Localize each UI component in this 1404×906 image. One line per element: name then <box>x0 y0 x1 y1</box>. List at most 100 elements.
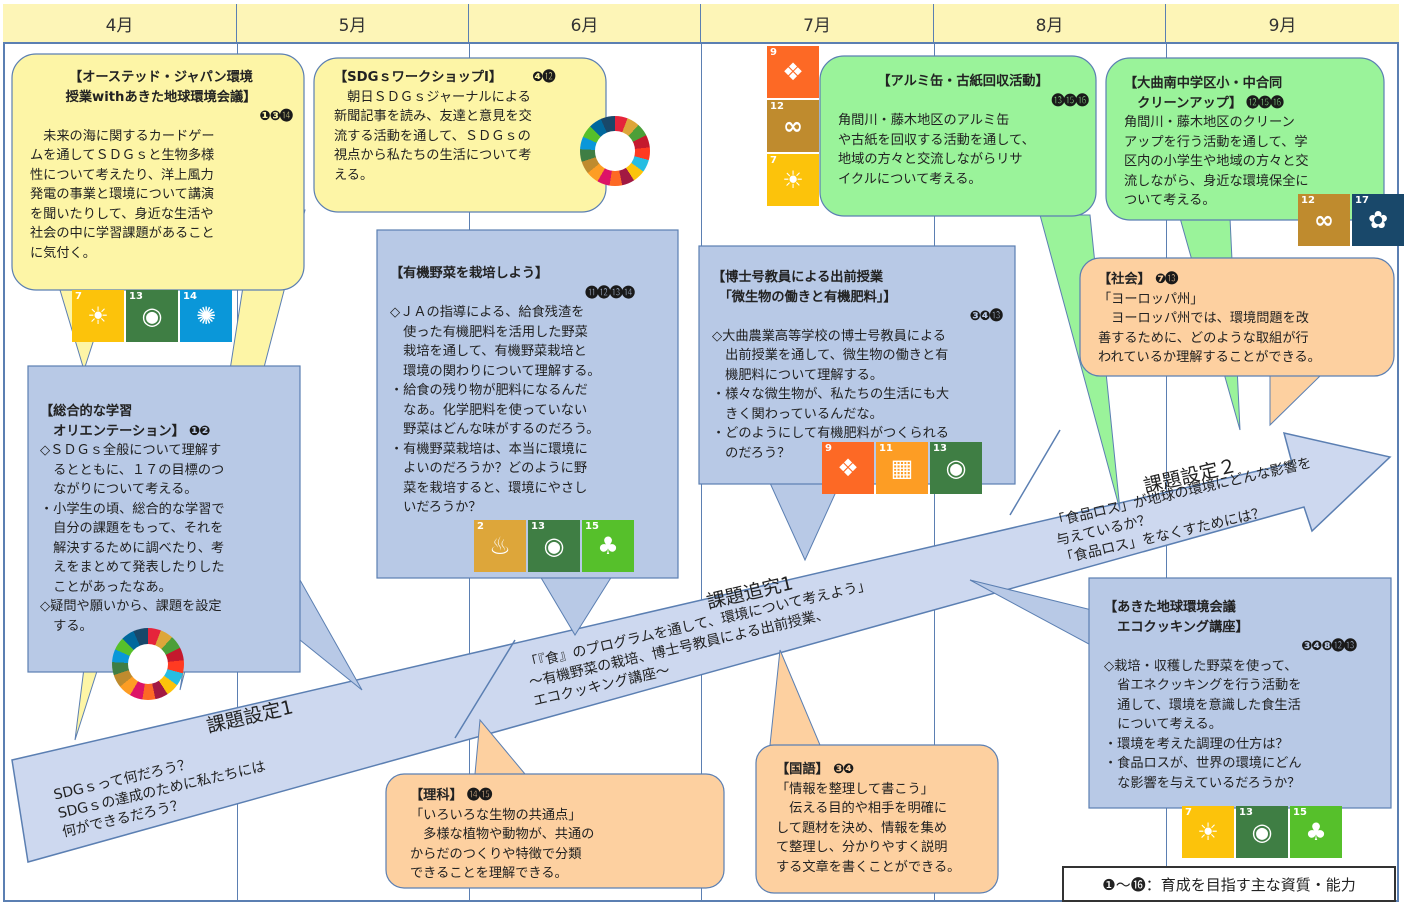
sdg-glyph: ❖ <box>782 58 804 86</box>
box-eco-cooking: 【あきた地球環境会議 エコクッキング講座】 ❸❹❽⓬⓭ ◇栽培・収穫した野菜を使… <box>1104 598 1386 793</box>
month-header-june: 6月 <box>469 4 701 44</box>
sdg-goal-number: 9 <box>770 47 777 58</box>
sdg-goal-number: 13 <box>129 291 143 302</box>
month-header-july: 7月 <box>701 4 934 44</box>
bowl-icon: 2♨ <box>474 520 526 572</box>
box-recycling: 【アルミ缶・古紙回収活動】 ⓭⓯⓰ 角間川・藤木地区のアルミ缶 や古紙を回収する… <box>838 72 1089 189</box>
eye-icon: 13◉ <box>1236 806 1288 858</box>
sdg-goal-number: 7 <box>1185 807 1192 818</box>
sdg-glyph: ◉ <box>141 302 163 330</box>
callout-tail <box>74 667 99 741</box>
box-body: 未来の海に関するカードゲー ムを通してＳＤＧｓと生物多様 性について考えたり、洋… <box>30 128 215 261</box>
sdgs-wheel-icon <box>580 116 650 186</box>
sdgs-wheel-icon <box>112 628 184 700</box>
competency-numbers: ❶❸⓮ <box>259 109 293 124</box>
sdg-goal-number: 12 <box>770 101 784 112</box>
competency-numbers: ⓮⓯ <box>466 788 492 803</box>
city-icon: 11▦ <box>876 442 928 494</box>
sdg-glyph: ☀ <box>782 166 804 194</box>
flower-icon: 17✿ <box>1352 194 1404 246</box>
sdg-glyph: ♨ <box>489 532 511 560</box>
box-body: 朝日ＳＤＧｓジャーナルによる 新聞記事を読み、友達と意見を交 流する活動を通して… <box>334 89 532 183</box>
sdg-glyph: ∞ <box>1314 206 1334 234</box>
sdg-goal-number: 15 <box>585 521 599 532</box>
box-organic-vegetables: 【有機野菜を栽培しよう】 ⓫⓬⓭⓮ ◇ＪＡの指導による、給食残渣を 使った有機肥… <box>390 264 674 518</box>
cubes-icon: 9❖ <box>767 46 819 98</box>
box-body: ◇栽培・収穫した野菜を使って、 省エネクッキングを行う活動を 通して、環境を意識… <box>1104 658 1302 791</box>
sdg-goal-number: 7 <box>770 155 777 166</box>
stage-divider <box>454 639 516 739</box>
sun-icon: 7☀ <box>72 290 124 342</box>
callout-bg-japanese <box>755 744 999 894</box>
sdg-goal-number: 13 <box>933 443 947 454</box>
sdg-icons-veg: 2♨13◉15♣ <box>474 520 634 572</box>
sdg-goal-number: 11 <box>879 443 893 454</box>
sdg-icons-july: 9❖12∞7☀ <box>767 46 819 206</box>
sdg-glyph: ✿ <box>1367 206 1389 234</box>
box-body: 「ヨーロッパ州」 ヨーロッパ州では、環境問題を改 善するために、どのような取組が… <box>1098 291 1321 366</box>
sdg-glyph: ▦ <box>890 454 914 482</box>
sdg-glyph: ♣ <box>1305 818 1327 846</box>
box-sdgs-workshop: 【SDGｓワークショップⅠ】 ❹⓬ 朝日ＳＤＧｓジャーナルによる 新聞記事を読み… <box>334 68 596 185</box>
competency-numbers: ⓭⓯⓰ <box>1051 93 1089 109</box>
month-header-april: 4月 <box>3 4 237 44</box>
competency-numbers: ⓫⓬⓭⓮ <box>585 285 635 301</box>
sdg-goal-number: 12 <box>1301 195 1315 206</box>
stage-divider <box>1009 429 1061 516</box>
fish-icon: 14✺ <box>180 290 232 342</box>
tree-icon: 15♣ <box>582 520 634 572</box>
sdg-goal-number: 17 <box>1355 195 1369 206</box>
competency-numbers: ❸❹⓭ <box>969 309 1003 324</box>
box-title: 【あきた地球環境会議 エコクッキング講座】 <box>1104 600 1249 635</box>
month-header-may: 5月 <box>237 4 469 44</box>
sdg-glyph: ∞ <box>783 112 803 140</box>
sdg-goal-number: 13 <box>1239 807 1253 818</box>
box-title: 【博士号教員による出前授業 「微生物の働きと有機肥料」】 <box>712 270 897 305</box>
box-body: ◇ＳＤＧｓ全般について理解す るとともに、１７の目標のつ ながりについて考える。… <box>40 443 225 634</box>
box-doctor-lecture: 【博士号教員による出前授業 「微生物の働きと有機肥料」】 ❸❹⓭ ◇大曲農業高等… <box>712 268 1012 463</box>
competency-numbers: ❶❷ <box>189 423 210 439</box>
box-title: 【SDGｓワークショップⅠ】 <box>334 70 503 85</box>
callout-tail <box>1269 375 1322 427</box>
callout-tail <box>299 578 363 691</box>
box-title: 【国語】 <box>776 762 829 777</box>
box-title: 【有機野菜を栽培しよう】 <box>390 266 549 281</box>
box-title: 【社会】 <box>1098 272 1151 287</box>
box-body: 「いろいろな生物の共通点」 多様な植物や動物が、共通の からだのつくりや特徴で分… <box>410 807 595 882</box>
callout-tail <box>769 649 821 746</box>
competency-numbers: ❹⓬ <box>532 70 555 85</box>
callout-bg-eco <box>1088 577 1392 809</box>
box-orientation: 【総合的な学習 オリエンテーション】 ❶❷ ◇ＳＤＧｓ全般について理解す るとと… <box>40 402 296 636</box>
sdg-goal-number: 2 <box>477 521 484 532</box>
box-title: 【理科】 <box>410 788 463 803</box>
sdg-goal-number: 7 <box>75 291 82 302</box>
callout-bg-alumi <box>819 55 1097 217</box>
competency-numbers: ⓬⓯⓰ <box>1246 95 1284 111</box>
box-japanese: 【国語】 ❸❹ 「情報を整理して書こう」 伝える目的や相手を明確に して題材を決… <box>776 760 992 877</box>
box-title: 【アルミ缶・古紙回収活動】 <box>877 74 1049 89</box>
sdg-icons-doctor: 9❖11▦13◉ <box>822 442 982 494</box>
competency-numbers: ❼⓭ <box>1154 272 1178 287</box>
box-body: 角間川・藤木地区のアルミ缶 や古紙を回収する活動を通して、 地域の方々と交流しな… <box>838 113 1035 187</box>
sdg-glyph: ✺ <box>195 302 217 330</box>
box-cleanup: 【大曲南中学区小・中合同 クリーンアップ】 ⓬⓯⓰ 角間川・藤木地区のクリーン … <box>1124 74 1376 211</box>
box-body: 角間川・藤木地区のクリーン アップを行う活動を通して、学 区内の小学生や地域の方… <box>1124 115 1309 208</box>
callout-bg-social <box>1079 257 1395 377</box>
tree-icon: 15♣ <box>1290 806 1342 858</box>
box-ocean-class: 【オーステッド・ジャパン環境 授業withあきた地球環境会議】 ❶❸⓮ 未来の海… <box>30 68 293 263</box>
callout-tail <box>969 579 1101 651</box>
callout-bg-cleanup <box>1105 57 1385 221</box>
sdg-goal-number: 13 <box>531 521 545 532</box>
infinity-icon: 12∞ <box>1298 194 1350 246</box>
box-science: 【理科】 ⓮⓯ 「いろいろな生物の共通点」 多様な植物や動物が、共通の からだの… <box>410 786 716 884</box>
sdg-goal-number: 14 <box>183 291 197 302</box>
stage-arrow <box>11 431 1392 863</box>
competency-numbers: ❸❹❽⓬⓭ <box>1301 639 1357 654</box>
month-header-september: 9月 <box>1166 4 1399 44</box>
divider <box>1166 44 1167 902</box>
competency-numbers: ❸❹ <box>832 762 854 777</box>
sdg-glyph: ☀ <box>87 302 109 330</box>
sdg-glyph: ❖ <box>837 454 859 482</box>
box-social-studies: 【社会】 ❼⓭ 「ヨーロッパ州」 ヨーロッパ州では、環境問題を改 善するために、… <box>1098 270 1388 368</box>
